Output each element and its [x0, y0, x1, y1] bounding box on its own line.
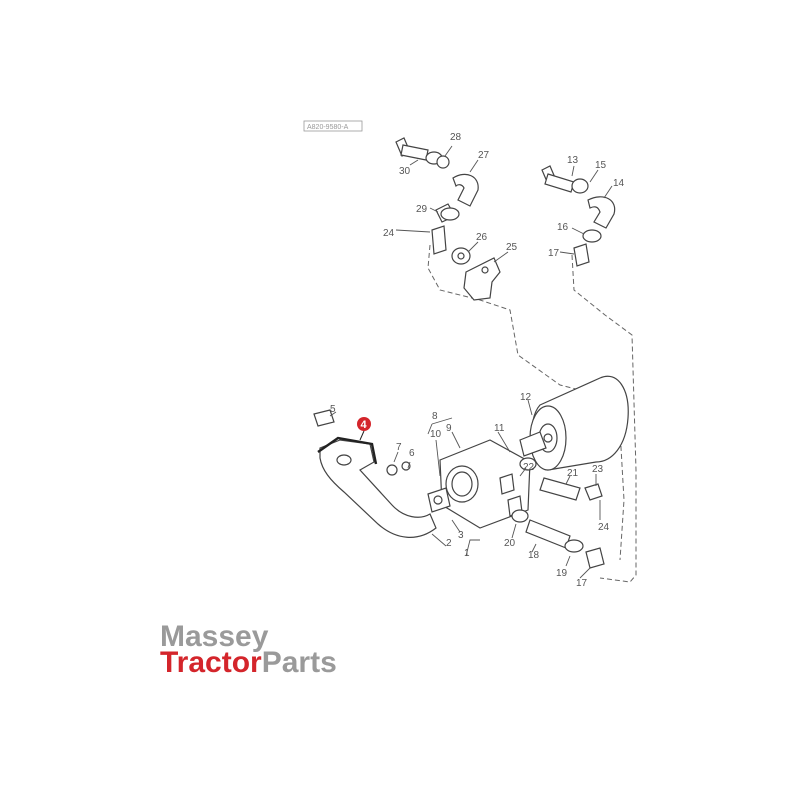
callout-17-upper: 17: [548, 248, 560, 259]
callout-27: 27: [478, 150, 490, 161]
drawing-reference-text: A820-9580-A: [307, 124, 349, 131]
callout-11: 11: [494, 423, 505, 434]
callout-12: 12: [520, 392, 532, 403]
callout-numbers: 30 28 27 29 24 26 25 13 15 14 16 17 12 5…: [330, 132, 625, 589]
callout-15: 15: [595, 160, 607, 171]
routing-lines: [427, 244, 637, 583]
callout-29: 29: [416, 204, 428, 215]
logo-massey: Massey: [160, 620, 269, 653]
callout-18: 18: [528, 550, 540, 561]
callout-24-lower: 24: [598, 522, 610, 533]
callout-17-lower: 17: [576, 578, 588, 589]
callout-21: 21: [567, 468, 579, 479]
callout-20: 20: [504, 538, 516, 549]
callout-24-upper: 24: [383, 228, 395, 239]
callout-23: 23: [592, 464, 604, 475]
callout-2: 2: [446, 538, 452, 549]
callout-7: 7: [396, 442, 402, 453]
callout-28: 28: [450, 132, 462, 143]
leader-lines: [329, 145, 613, 579]
callout-25: 25: [506, 242, 518, 253]
highlight-marker-number: 4: [361, 419, 368, 431]
upper-left-hose-assembly: [395, 137, 501, 301]
oil-cooler-hoses: [511, 457, 605, 569]
callout-10: 10: [430, 429, 442, 440]
callout-8: 8: [432, 411, 438, 422]
upper-right-hose-assembly: [541, 165, 616, 267]
callout-1: 1: [464, 548, 470, 559]
elbow-pipe-assembly: [313, 409, 437, 538]
callout-9: 9: [446, 423, 452, 434]
callout-6: 6: [409, 448, 415, 459]
logo-line2: TractorParts: [160, 646, 337, 679]
massey-tractor-parts-logo: Massey TractorParts: [160, 620, 337, 679]
callout-13-upper: 13: [567, 155, 579, 166]
filter-adapter-block: [427, 439, 531, 529]
highlight-leader: [359, 430, 365, 441]
logo-tractor: Tractor: [160, 646, 262, 679]
oil-filter-canister: [519, 375, 629, 471]
logo-parts: Parts: [262, 646, 337, 679]
callout-16: 16: [557, 222, 569, 233]
highlight-marker-circle: [357, 417, 371, 431]
callout-26: 26: [476, 232, 488, 243]
callout-30: 30: [399, 166, 411, 177]
callout-5: 5: [330, 404, 336, 415]
callout-3: 3: [458, 530, 464, 541]
callout-14: 14: [613, 178, 625, 189]
callout-22: 22: [523, 462, 535, 473]
drawing-reference: A820-9580-A: [303, 120, 363, 132]
highlighted-callout[interactable]: 4: [357, 417, 371, 441]
callout-19: 19: [556, 568, 568, 579]
